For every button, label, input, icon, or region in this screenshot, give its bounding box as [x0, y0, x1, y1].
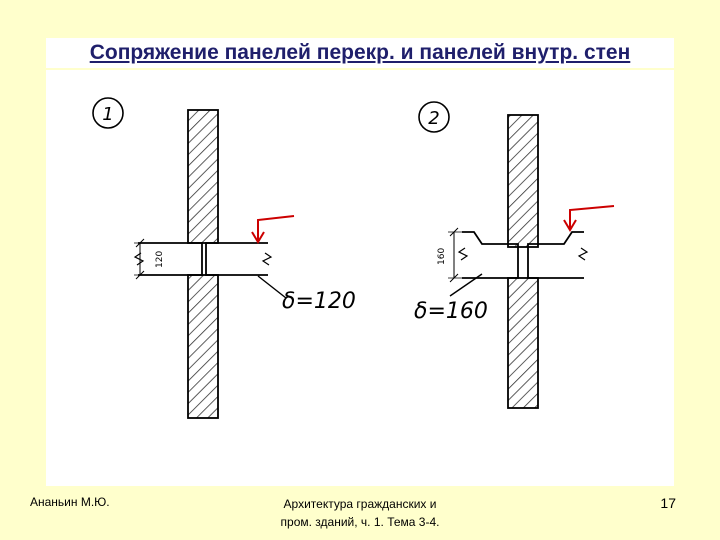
right-floor-slab — [527, 231, 584, 279]
red-arrow — [569, 205, 615, 228]
drawing-area: 1 120 δ=120 — [46, 70, 674, 486]
right-break-mark — [577, 247, 589, 261]
junction-drawing: 1 120 δ=120 — [92, 97, 615, 419]
right-floor-slab — [205, 242, 268, 276]
left-floor-slab — [462, 231, 519, 279]
figure-2-circle — [418, 101, 450, 133]
dimension-label: 160 — [437, 248, 447, 265]
figure-1-formula: δ=120 — [282, 289, 356, 314]
figure-2-formula: δ=160 — [414, 299, 488, 324]
upper-wall-panel — [187, 109, 219, 244]
figure-2: 2 160 δ=160 — [414, 101, 615, 409]
left-floor-slab — [138, 242, 203, 276]
figure-1-circle — [92, 97, 124, 129]
footer-course: Архитектура гражданских и пром. зданий, … — [230, 495, 490, 531]
leader-line — [257, 275, 287, 299]
leader-line — [449, 273, 483, 297]
red-arrow — [257, 215, 295, 240]
footer-author: Ананьин М.Ю. — [30, 495, 110, 509]
dimension-label: 120 — [155, 251, 165, 268]
footer-course-line2: пром. зданий, ч. 1. Тема 3-4. — [280, 515, 440, 529]
right-break-mark — [261, 252, 273, 266]
lower-wall-panel — [187, 274, 219, 419]
left-break-mark — [457, 247, 469, 261]
slide-title: Сопряжение панелей перекр. и панелей вну… — [46, 38, 674, 68]
upper-wall-panel — [507, 114, 539, 248]
lower-wall-panel — [507, 277, 539, 409]
page-number: 17 — [660, 495, 676, 511]
footer-course-line1: Архитектура гражданских и — [283, 497, 437, 511]
figure-1: 1 120 δ=120 — [92, 97, 356, 419]
figure-2-number: 2 — [428, 108, 439, 129]
figure-1-number: 1 — [102, 104, 113, 125]
left-break-mark — [133, 252, 145, 266]
